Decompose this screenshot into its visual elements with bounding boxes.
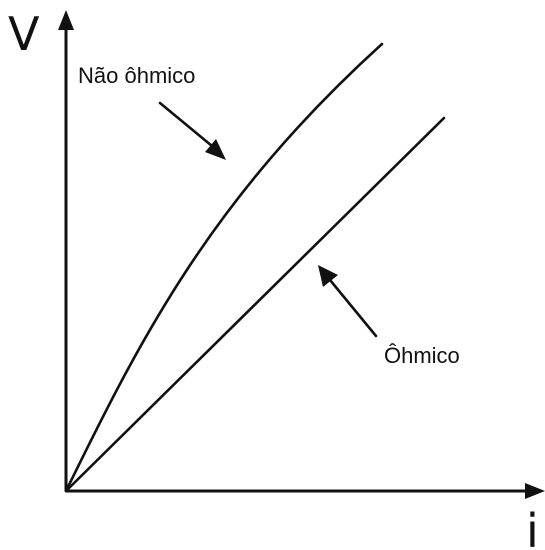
annotation-ohmico: Ôhmico bbox=[384, 343, 460, 368]
y-axis-label: V bbox=[8, 7, 40, 61]
y-axis-arrowhead bbox=[58, 10, 74, 30]
annotation-nao-ohmico: Não ôhmico bbox=[78, 63, 195, 88]
annotation-arrow-ohmico-shaft bbox=[328, 278, 378, 338]
series-line-ohmico bbox=[64, 116, 446, 493]
x-axis-label: i bbox=[526, 504, 539, 550]
series-line-nao-ohmico bbox=[64, 42, 384, 493]
annotation-arrow-ohmico-head bbox=[318, 265, 338, 287]
annotation-arrow-nao-ohmico-head bbox=[205, 139, 226, 160]
x-axis-arrowhead bbox=[525, 483, 545, 499]
annotation-arrow-nao-ohmico-shaft bbox=[158, 101, 214, 148]
